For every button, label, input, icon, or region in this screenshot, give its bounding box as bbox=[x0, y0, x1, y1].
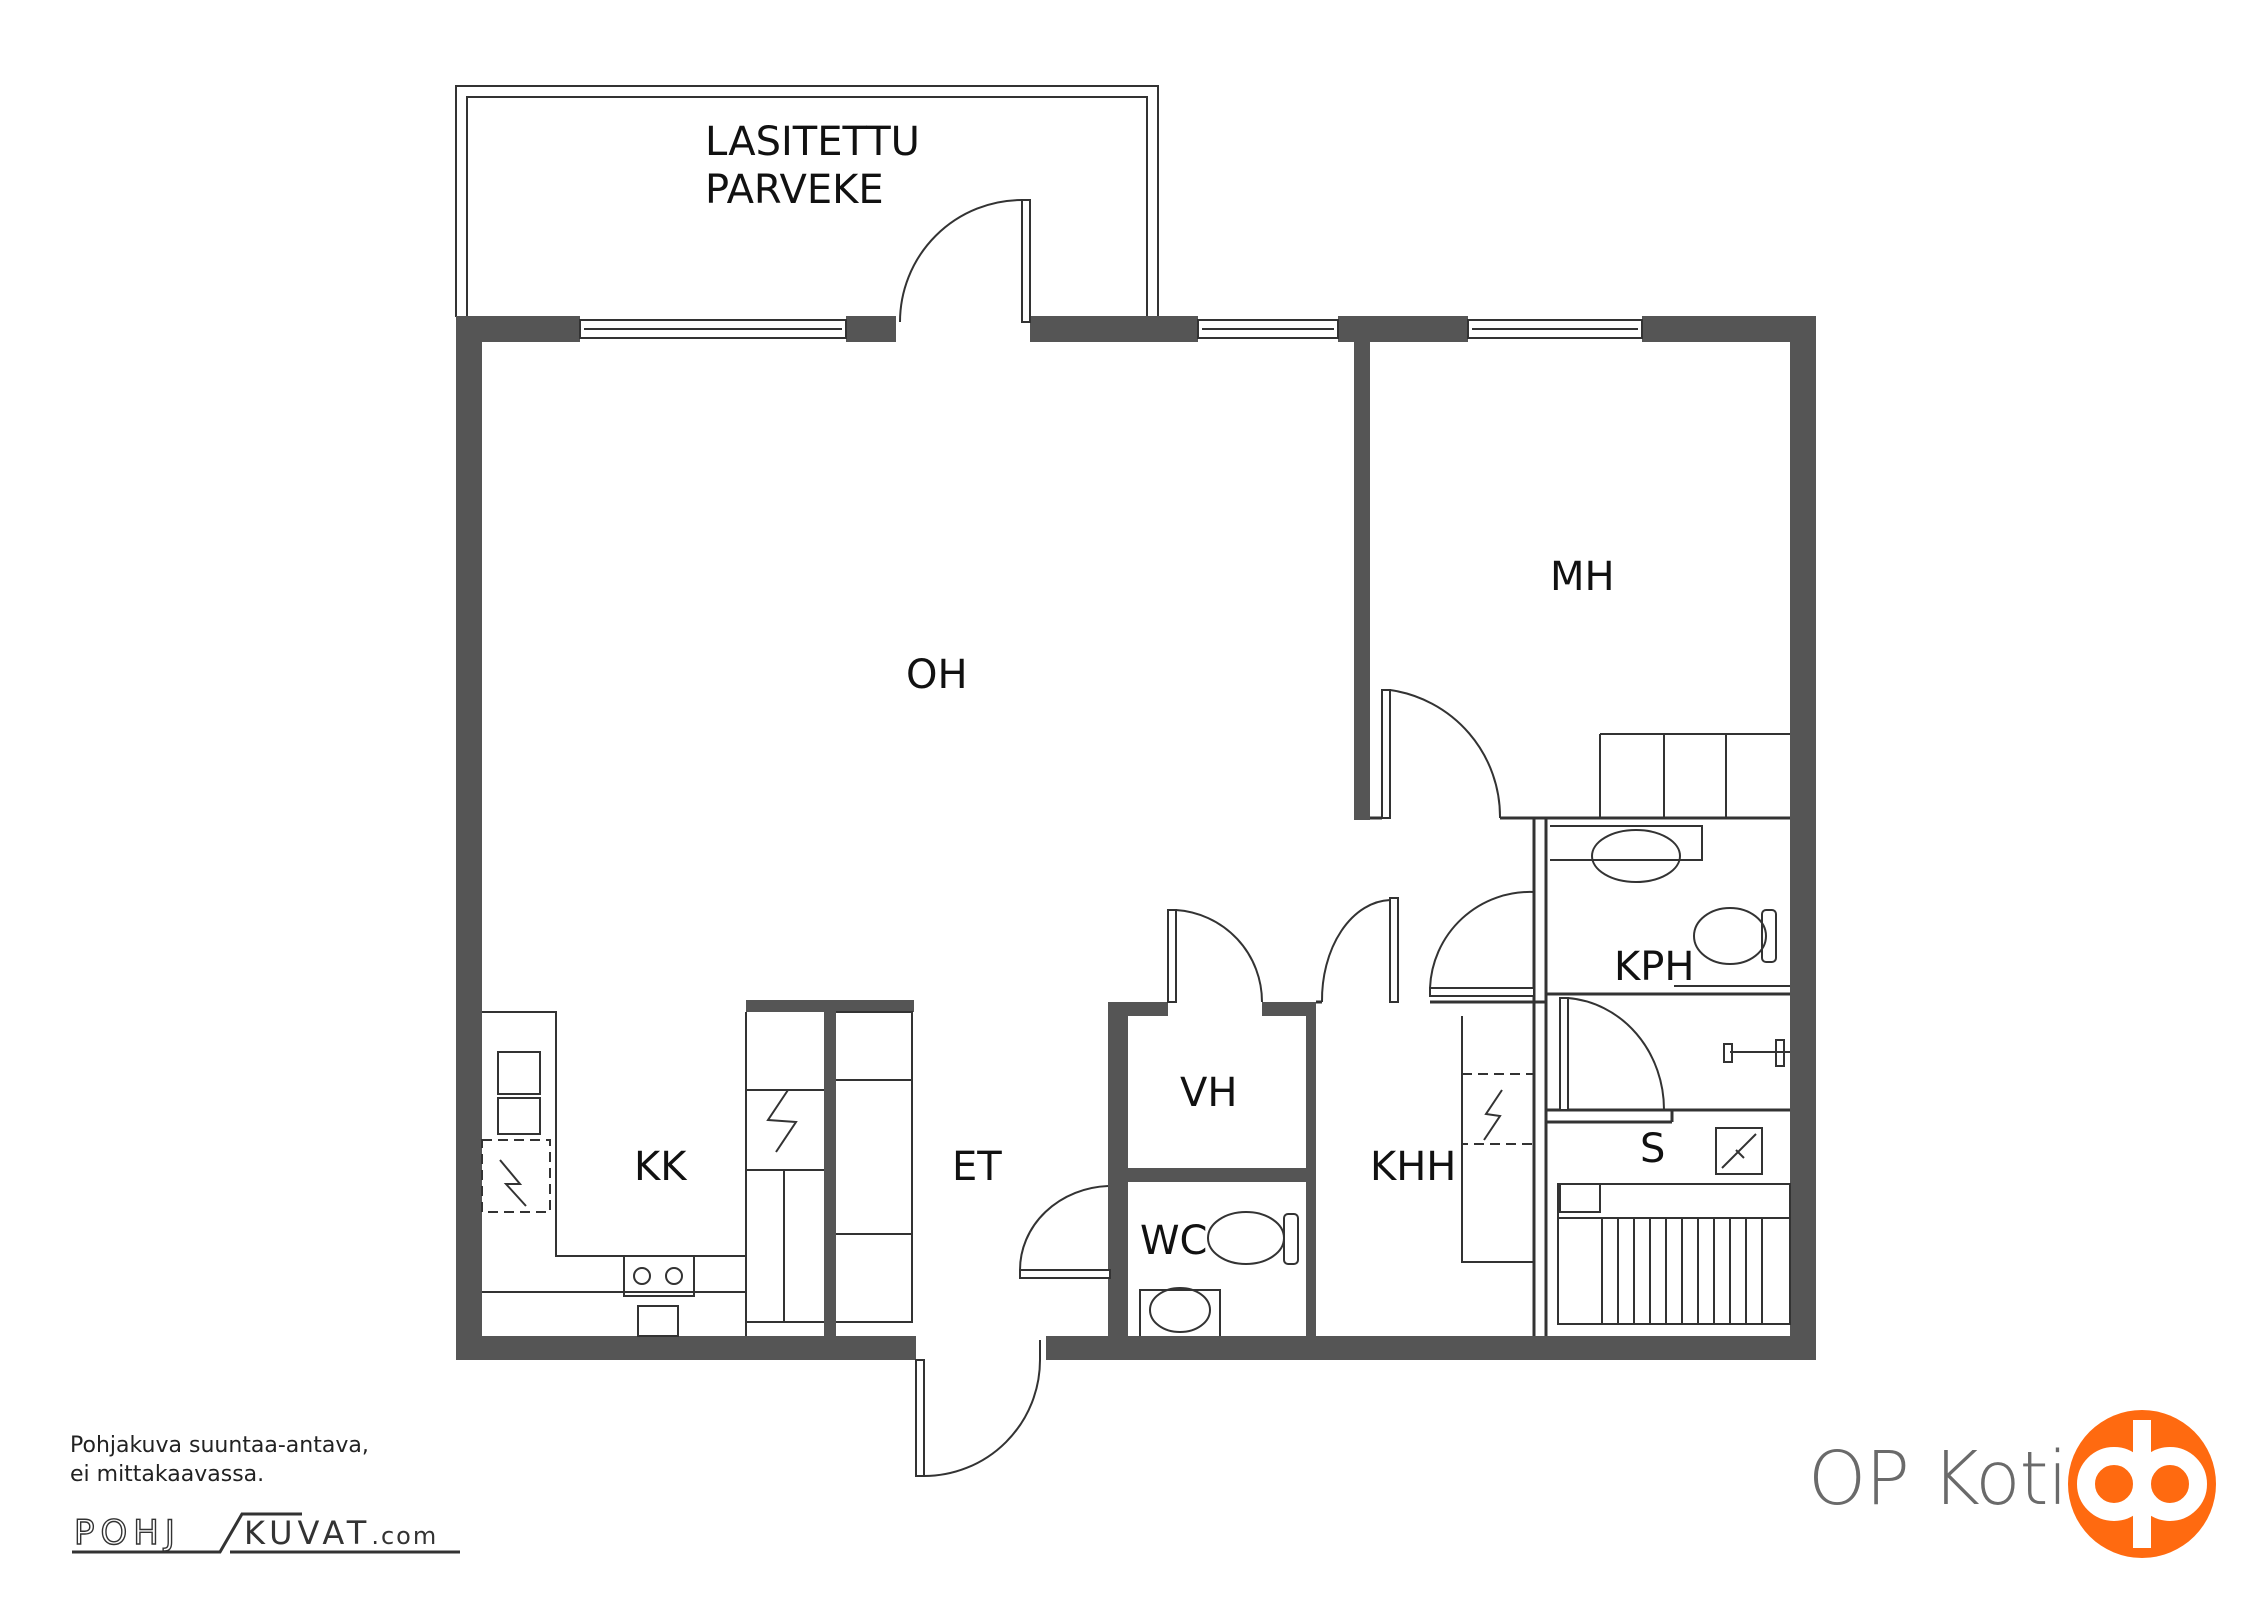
room-label-khh: KHH bbox=[1370, 1144, 1456, 1190]
watermark-domain: .com bbox=[371, 1522, 439, 1550]
balcony bbox=[455, 85, 1159, 317]
watermark-right: KUVAT.com bbox=[244, 1514, 438, 1552]
windows bbox=[579, 319, 1643, 339]
balcony-label-line1: LASITETTU bbox=[705, 119, 920, 165]
balcony-label-line2: PARVEKE bbox=[705, 167, 884, 213]
room-label-wc: WC bbox=[1140, 1218, 1207, 1264]
doors bbox=[899, 199, 1666, 1477]
room-label-kk: KK bbox=[634, 1144, 688, 1190]
watermark-left: POHJ bbox=[73, 1512, 181, 1553]
kitchen-fixtures bbox=[481, 1011, 913, 1337]
room-labels: LASITETTU PARVEKE OH MH KK ET VH WC KHH … bbox=[634, 119, 1694, 1264]
watermark-frame bbox=[72, 1512, 460, 1554]
op-logo bbox=[2068, 1410, 2216, 1558]
room-label-oh: OH bbox=[906, 652, 968, 698]
room-label-kph: KPH bbox=[1614, 944, 1694, 990]
room-label-vh: VH bbox=[1180, 1070, 1237, 1116]
bath-fixtures bbox=[1139, 733, 1791, 1336]
disclaimer-note: Pohjakuva suuntaa-antava, ei mittakaavas… bbox=[70, 1432, 369, 1489]
room-label-s: S bbox=[1640, 1126, 1665, 1172]
watermark-right-text: KUVAT bbox=[244, 1514, 372, 1552]
pohjakuvat-watermark: POHJ KUVAT.com bbox=[70, 1508, 462, 1556]
thin-walls bbox=[1316, 816, 1790, 1336]
room-label-et: ET bbox=[952, 1144, 1002, 1190]
disclaimer-line1: Pohjakuva suuntaa-antava, bbox=[70, 1433, 369, 1458]
walls bbox=[456, 316, 1816, 1360]
room-label-mh: MH bbox=[1550, 554, 1615, 600]
disclaimer-line2: ei mittakaavassa. bbox=[70, 1461, 265, 1487]
brand-name: OP Koti bbox=[1808, 1436, 2068, 1522]
